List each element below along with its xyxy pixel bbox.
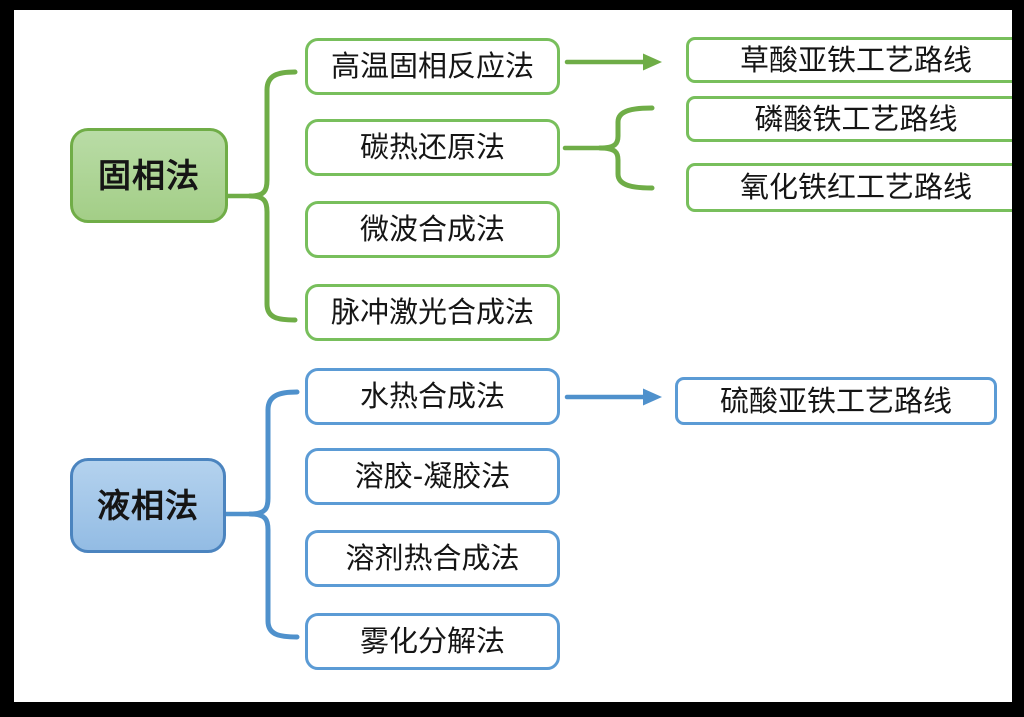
method-box-high-temp-solid-state: 高温固相反应法 <box>305 38 560 95</box>
method-box-hydrothermal-synthesis: 水热合成法 <box>305 368 560 425</box>
root-box-liquid-phase: 液相法 <box>70 458 226 553</box>
route-box-ferrous-oxalate: 草酸亚铁工艺路线 <box>686 37 1012 83</box>
method-box-microwave-synthesis: 微波合成法 <box>305 201 560 258</box>
method-box-carbothermal-reduction: 碳热还原法 <box>305 119 560 176</box>
liquid-phase-brace <box>247 389 300 640</box>
solid-arrow-head <box>643 53 662 71</box>
route-box-iron-oxide-red: 氧化铁红工艺路线 <box>686 163 1012 212</box>
carbothermal-brace <box>597 105 655 191</box>
liquid-arrow-head <box>643 388 662 406</box>
method-box-sol-gel: 溶胶-凝胶法 <box>305 448 560 505</box>
method-box-pulsed-laser-synthesis: 脉冲激光合成法 <box>305 284 560 341</box>
method-box-atomization-decomposition: 雾化分解法 <box>305 613 560 670</box>
diagram-canvas: 固相法 高温固相反应法 碳热还原法 微波合成法 脉冲激光合成法 草酸亚铁工艺路线… <box>14 10 1012 702</box>
route-box-iron-phosphate: 磷酸铁工艺路线 <box>686 96 1012 142</box>
route-box-ferrous-sulfate: 硫酸亚铁工艺路线 <box>675 377 997 425</box>
solid-phase-brace <box>247 69 298 323</box>
method-box-solvothermal-synthesis: 溶剂热合成法 <box>305 530 560 587</box>
root-box-solid-phase: 固相法 <box>70 128 228 223</box>
